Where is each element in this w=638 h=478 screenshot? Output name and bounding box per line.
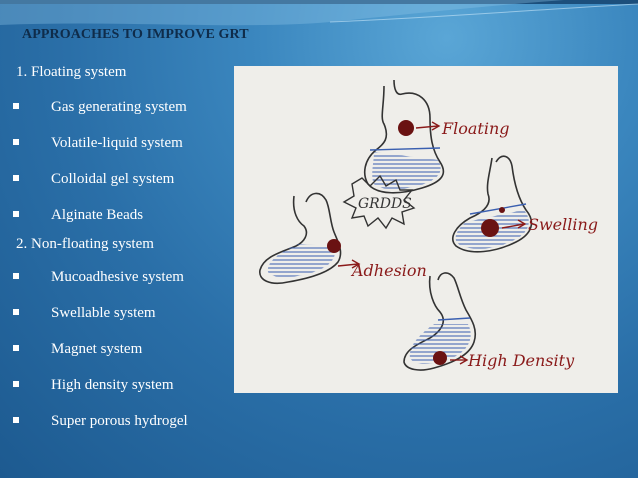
grdds-label: GRDDS: [358, 196, 412, 212]
list-item: High density system: [13, 377, 174, 394]
list-item: Mucoadhesive system: [13, 269, 184, 286]
floating-system-header: 1. Floating system: [16, 64, 127, 80]
list-item: Colloidal gel system: [13, 171, 174, 188]
bullet-square-icon: [13, 309, 19, 315]
list-item: Alginate Beads: [13, 207, 143, 224]
slide-title: APPROACHES TO IMPROVE GRT: [22, 27, 249, 42]
bullet-square-icon: [13, 175, 19, 181]
list-item: Swellable system: [13, 305, 156, 322]
non-floating-system-header: 2. Non-floating system: [16, 236, 154, 252]
bullet-square-icon: [13, 417, 19, 423]
list-item: Gas generating system: [13, 99, 187, 116]
bullet-square-icon: [13, 103, 19, 109]
grdds-sketch-figure: Floating GRDDS Swelling: [234, 66, 618, 393]
list-item: Volatile-liquid system: [13, 135, 183, 152]
bullet-square-icon: [13, 211, 19, 217]
bullet-square-icon: [13, 139, 19, 145]
high-density-label: High Density: [467, 351, 575, 370]
bullet-square-icon: [13, 381, 19, 387]
list-item: Magnet system: [13, 341, 142, 358]
swelling-label: Swelling: [528, 215, 598, 234]
bullet-square-icon: [13, 345, 19, 351]
stomach-high-density-drawing: High Density: [403, 272, 575, 371]
list-item: Super porous hydrogel: [13, 413, 188, 430]
stomach-adhesion-drawing: Adhesion: [259, 192, 427, 285]
floating-label: Floating: [441, 119, 509, 138]
stomach-floating-drawing: Floating: [363, 79, 509, 194]
adhesion-label: Adhesion: [350, 261, 427, 280]
grdds-burst-drawing: GRDDS: [342, 174, 416, 230]
top-border-strip: [0, 0, 638, 4]
stomach-swelling-drawing: Swelling: [452, 155, 598, 253]
bullet-square-icon: [13, 273, 19, 279]
